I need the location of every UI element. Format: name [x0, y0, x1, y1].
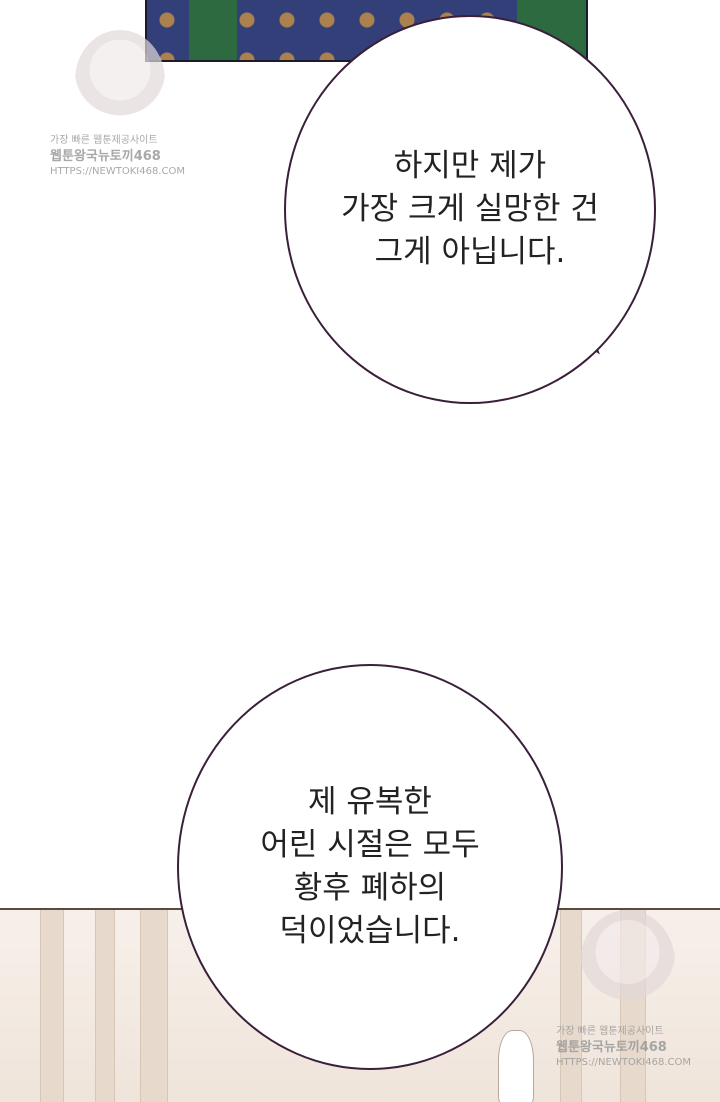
speech-bubble-1: 하지만 제가 가장 크게 실망한 건 그게 아닙니다.: [284, 15, 656, 404]
bubble-2-line: 제 유복한: [308, 784, 432, 820]
watermark-line-2: 웹툰왕국뉴토끼468: [50, 149, 161, 164]
speech-bubble-2: 제 유복한 어린 시절은 모두 황후 폐하의 덕이었습니다.: [177, 664, 563, 1070]
watermark-line-2: 웹툰왕국뉴토끼468: [556, 1040, 667, 1055]
watermark-mascot-icon: [580, 910, 675, 1015]
background-column: [140, 910, 168, 1102]
watermark-line-1: 가장 빠른 웹툰제공사이트: [50, 135, 158, 146]
watermark-mascot-icon: [75, 30, 165, 130]
bubble-2-line: 덕이었습니다.: [279, 913, 461, 949]
speech-bubble-1-text: 하지만 제가 가장 크게 실망한 건 그게 아닙니다.: [341, 145, 599, 274]
watermark-line-1: 가장 빠른 웹툰제공사이트: [556, 1026, 664, 1037]
background-column: [95, 910, 115, 1102]
watermark-bottom: 가장 빠른 웹툰제공사이트 웹툰왕국뉴토끼468 HTTPS://NEWTOKI…: [556, 1025, 691, 1069]
bubble-2-line: 어린 시절은 모두: [260, 827, 480, 863]
bubble-1-line: 그게 아닙니다.: [374, 234, 566, 270]
green-drape-left: [189, 0, 237, 60]
vase-image: [498, 1030, 534, 1102]
background-column: [40, 910, 64, 1102]
speech-bubble-2-text: 제 유복한 어린 시절은 모두 황후 폐하의 덕이었습니다.: [260, 781, 479, 953]
background-column: [560, 910, 582, 1102]
bubble-1-line: 하지만 제가: [393, 148, 547, 184]
watermark-line-3: HTTPS://NEWTOKI468.COM: [50, 166, 185, 177]
watermark-line-3: HTTPS://NEWTOKI468.COM: [556, 1057, 691, 1068]
bubble-1-line: 가장 크게 실망한 건: [341, 191, 599, 227]
watermark-top: 가장 빠른 웹툰제공사이트 웹툰왕국뉴토끼468 HTTPS://NEWTOKI…: [50, 134, 185, 178]
bubble-2-line: 황후 폐하의: [293, 870, 447, 906]
